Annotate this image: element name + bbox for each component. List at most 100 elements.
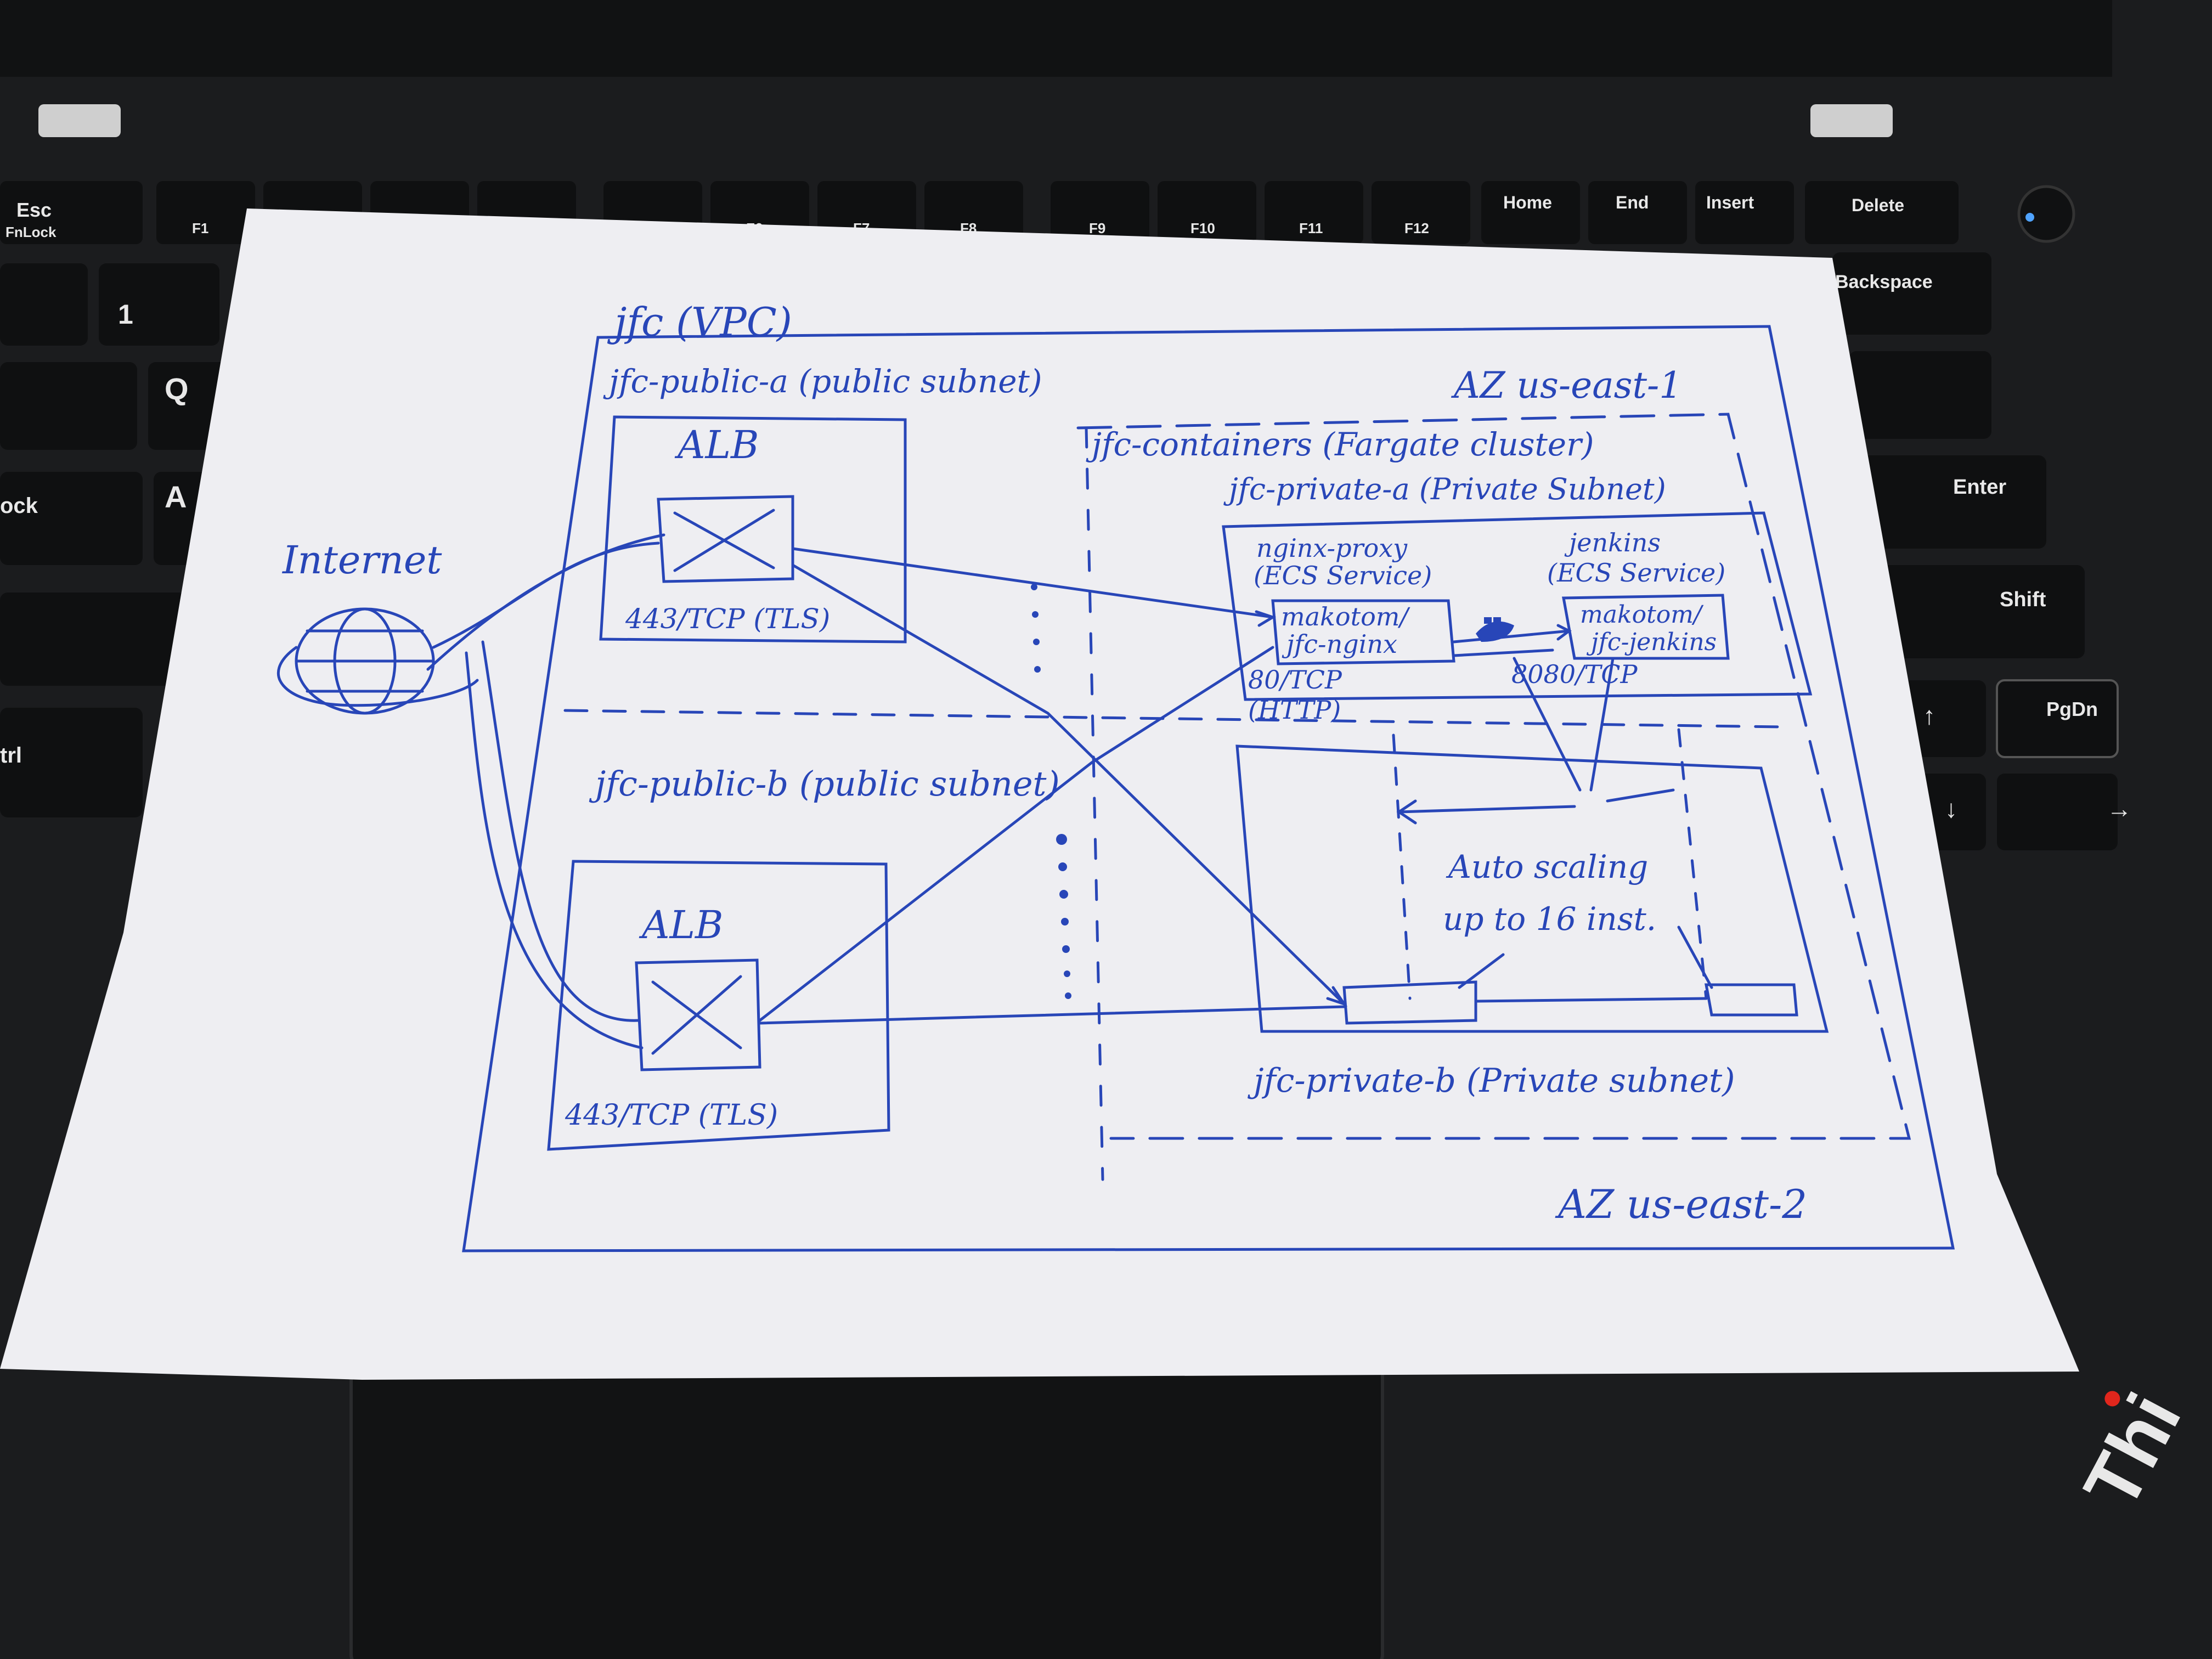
power-led [2025, 213, 2034, 222]
key-f1[interactable] [156, 181, 255, 244]
key-pgdn-label: PgDn [2046, 698, 2098, 720]
key-home[interactable] [1481, 181, 1580, 244]
key-home-label: Home [1503, 193, 1552, 212]
autoscale-arrow-right [1606, 788, 1675, 803]
autoscale-arrow-down-a [1458, 953, 1505, 989]
key-esc-sub: FnLock [5, 224, 57, 240]
alb-b-box [547, 860, 890, 1151]
alb-a-box [599, 415, 907, 644]
key-enter-label: Enter [1953, 476, 2006, 499]
key-backspace[interactable] [1832, 252, 1991, 335]
laptop-hinge [0, 0, 2112, 77]
key-capslock-label: ock [0, 494, 38, 518]
hinge-cap-left [38, 104, 121, 137]
key-a-label: A [165, 479, 187, 514]
jenkins-image-line1: makotom/ [1580, 601, 1704, 629]
key-capslock[interactable] [0, 472, 143, 565]
key-esc-label: Esc [16, 199, 52, 221]
public-a-label: jfc-public-a (public subnet) [603, 363, 1042, 400]
key-esc[interactable] [0, 181, 143, 244]
arrowhead-nginx-jenkins [1556, 624, 1572, 641]
key-f11[interactable] [1265, 181, 1363, 244]
link-internet-alb-b [465, 651, 644, 1049]
key-f10[interactable] [1158, 181, 1256, 244]
key-tab[interactable] [0, 362, 137, 450]
autoscale-links-up [1513, 657, 1615, 792]
nginx-port: 80/TCP [1248, 665, 1342, 695]
key-end[interactable] [1588, 181, 1687, 244]
key-1[interactable] [99, 263, 219, 346]
private-a-box [1222, 511, 1813, 701]
diagram-strokes [277, 325, 1955, 1252]
key-shift-right[interactable] [1876, 565, 2085, 658]
autoscale-line2: up to 16 inst. [1443, 900, 1656, 938]
key-f1-label: F1 [192, 220, 208, 236]
key-right[interactable] [1997, 774, 2118, 850]
cluster-boundary [1076, 413, 1911, 1140]
key-enter[interactable] [1838, 455, 2046, 549]
key-q-label: Q [165, 371, 189, 406]
link-instance-a-b [1474, 997, 1708, 1003]
nginx-box [1271, 599, 1455, 665]
key-1-label: 1 [118, 299, 133, 330]
link-internet-alb-b-2 [481, 640, 641, 1022]
key-ctrl-label: trl [0, 743, 22, 768]
autoscale-line1: Auto scaling [1446, 848, 1648, 885]
arrow-down-icon: ↓ [1945, 794, 1957, 823]
link-internet-alb-a-2 [426, 533, 665, 671]
nginx-image-line1: makotom/ [1281, 602, 1410, 631]
alb-b-port: 443/TCP (TLS) [565, 1099, 778, 1132]
nginx-service-type: (ECS Service) [1254, 561, 1432, 590]
alb-a-router [657, 495, 794, 583]
key-delete-label: Delete [1852, 195, 1904, 215]
internet-label: Internet [281, 538, 442, 583]
key-backspace-label: Backspace [1835, 272, 1933, 292]
key-f9-label: F9 [1089, 220, 1105, 236]
alb-a-title: ALB [674, 422, 759, 467]
key-ctrl[interactable] [0, 708, 143, 817]
key-shift-label: Shift [2000, 588, 2046, 611]
arrowhead-alb-a-instance [1326, 986, 1348, 1007]
link-alb-b-instance [758, 1005, 1346, 1025]
vpc-boundary [462, 325, 1955, 1252]
az-divider [563, 709, 1785, 729]
autoscale-boundary [1392, 728, 1708, 1000]
ellipsis-dots [1031, 584, 1071, 999]
arrow-right-icon: → [2107, 794, 2132, 823]
key-f11-label: F11 [1299, 220, 1323, 236]
key-f12[interactable] [1372, 181, 1470, 244]
alb-a-port: 443/TCP (TLS) [625, 603, 830, 635]
public-b-label: jfc-public-b (public subnet) [589, 764, 1060, 804]
key-backslash[interactable] [1849, 351, 1991, 439]
nginx-service-name: nginx-proxy [1256, 533, 1408, 563]
key-pgdn[interactable] [1996, 679, 2119, 758]
globe-orbit [277, 646, 479, 707]
subnet-separator [1085, 426, 1104, 1181]
jenkins-box [1562, 594, 1730, 660]
jenkins-service-type: (ECS Service) [1547, 558, 1725, 588]
alb-b-router-cross [651, 975, 742, 1055]
power-button [2017, 185, 2075, 243]
key-f12-label: F12 [1404, 220, 1429, 236]
jenkins-port: 8080/TCP [1511, 659, 1638, 689]
link-alb-a-instance [791, 563, 1346, 1006]
key-f8[interactable] [924, 181, 1023, 244]
key-insert-label: Insert [1706, 193, 1754, 212]
key-f9[interactable] [1051, 181, 1149, 244]
jenkins-service-name: jenkins [1564, 528, 1661, 557]
private-b-label: jfc-private-b (Private subnet) [1248, 1062, 1735, 1100]
key-shift-left[interactable] [0, 592, 187, 686]
docker-icon [1476, 617, 1514, 642]
paper-sheet [0, 208, 2079, 1380]
instance-box-b [1705, 983, 1798, 1017]
private-a-label: jfc-private-a (Private Subnet) [1223, 472, 1666, 506]
autoscale-arrow-down-b [1677, 926, 1713, 989]
link-alb-a-nginx [791, 547, 1274, 619]
key-tilde[interactable] [0, 263, 88, 346]
instance-box-a [1342, 980, 1477, 1025]
nginx-protocol: (HTTP) [1248, 695, 1341, 725]
key-delete[interactable] [1805, 181, 1959, 244]
key-insert[interactable] [1695, 181, 1794, 244]
az1-label: AZ us-east-1 [1451, 364, 1682, 407]
